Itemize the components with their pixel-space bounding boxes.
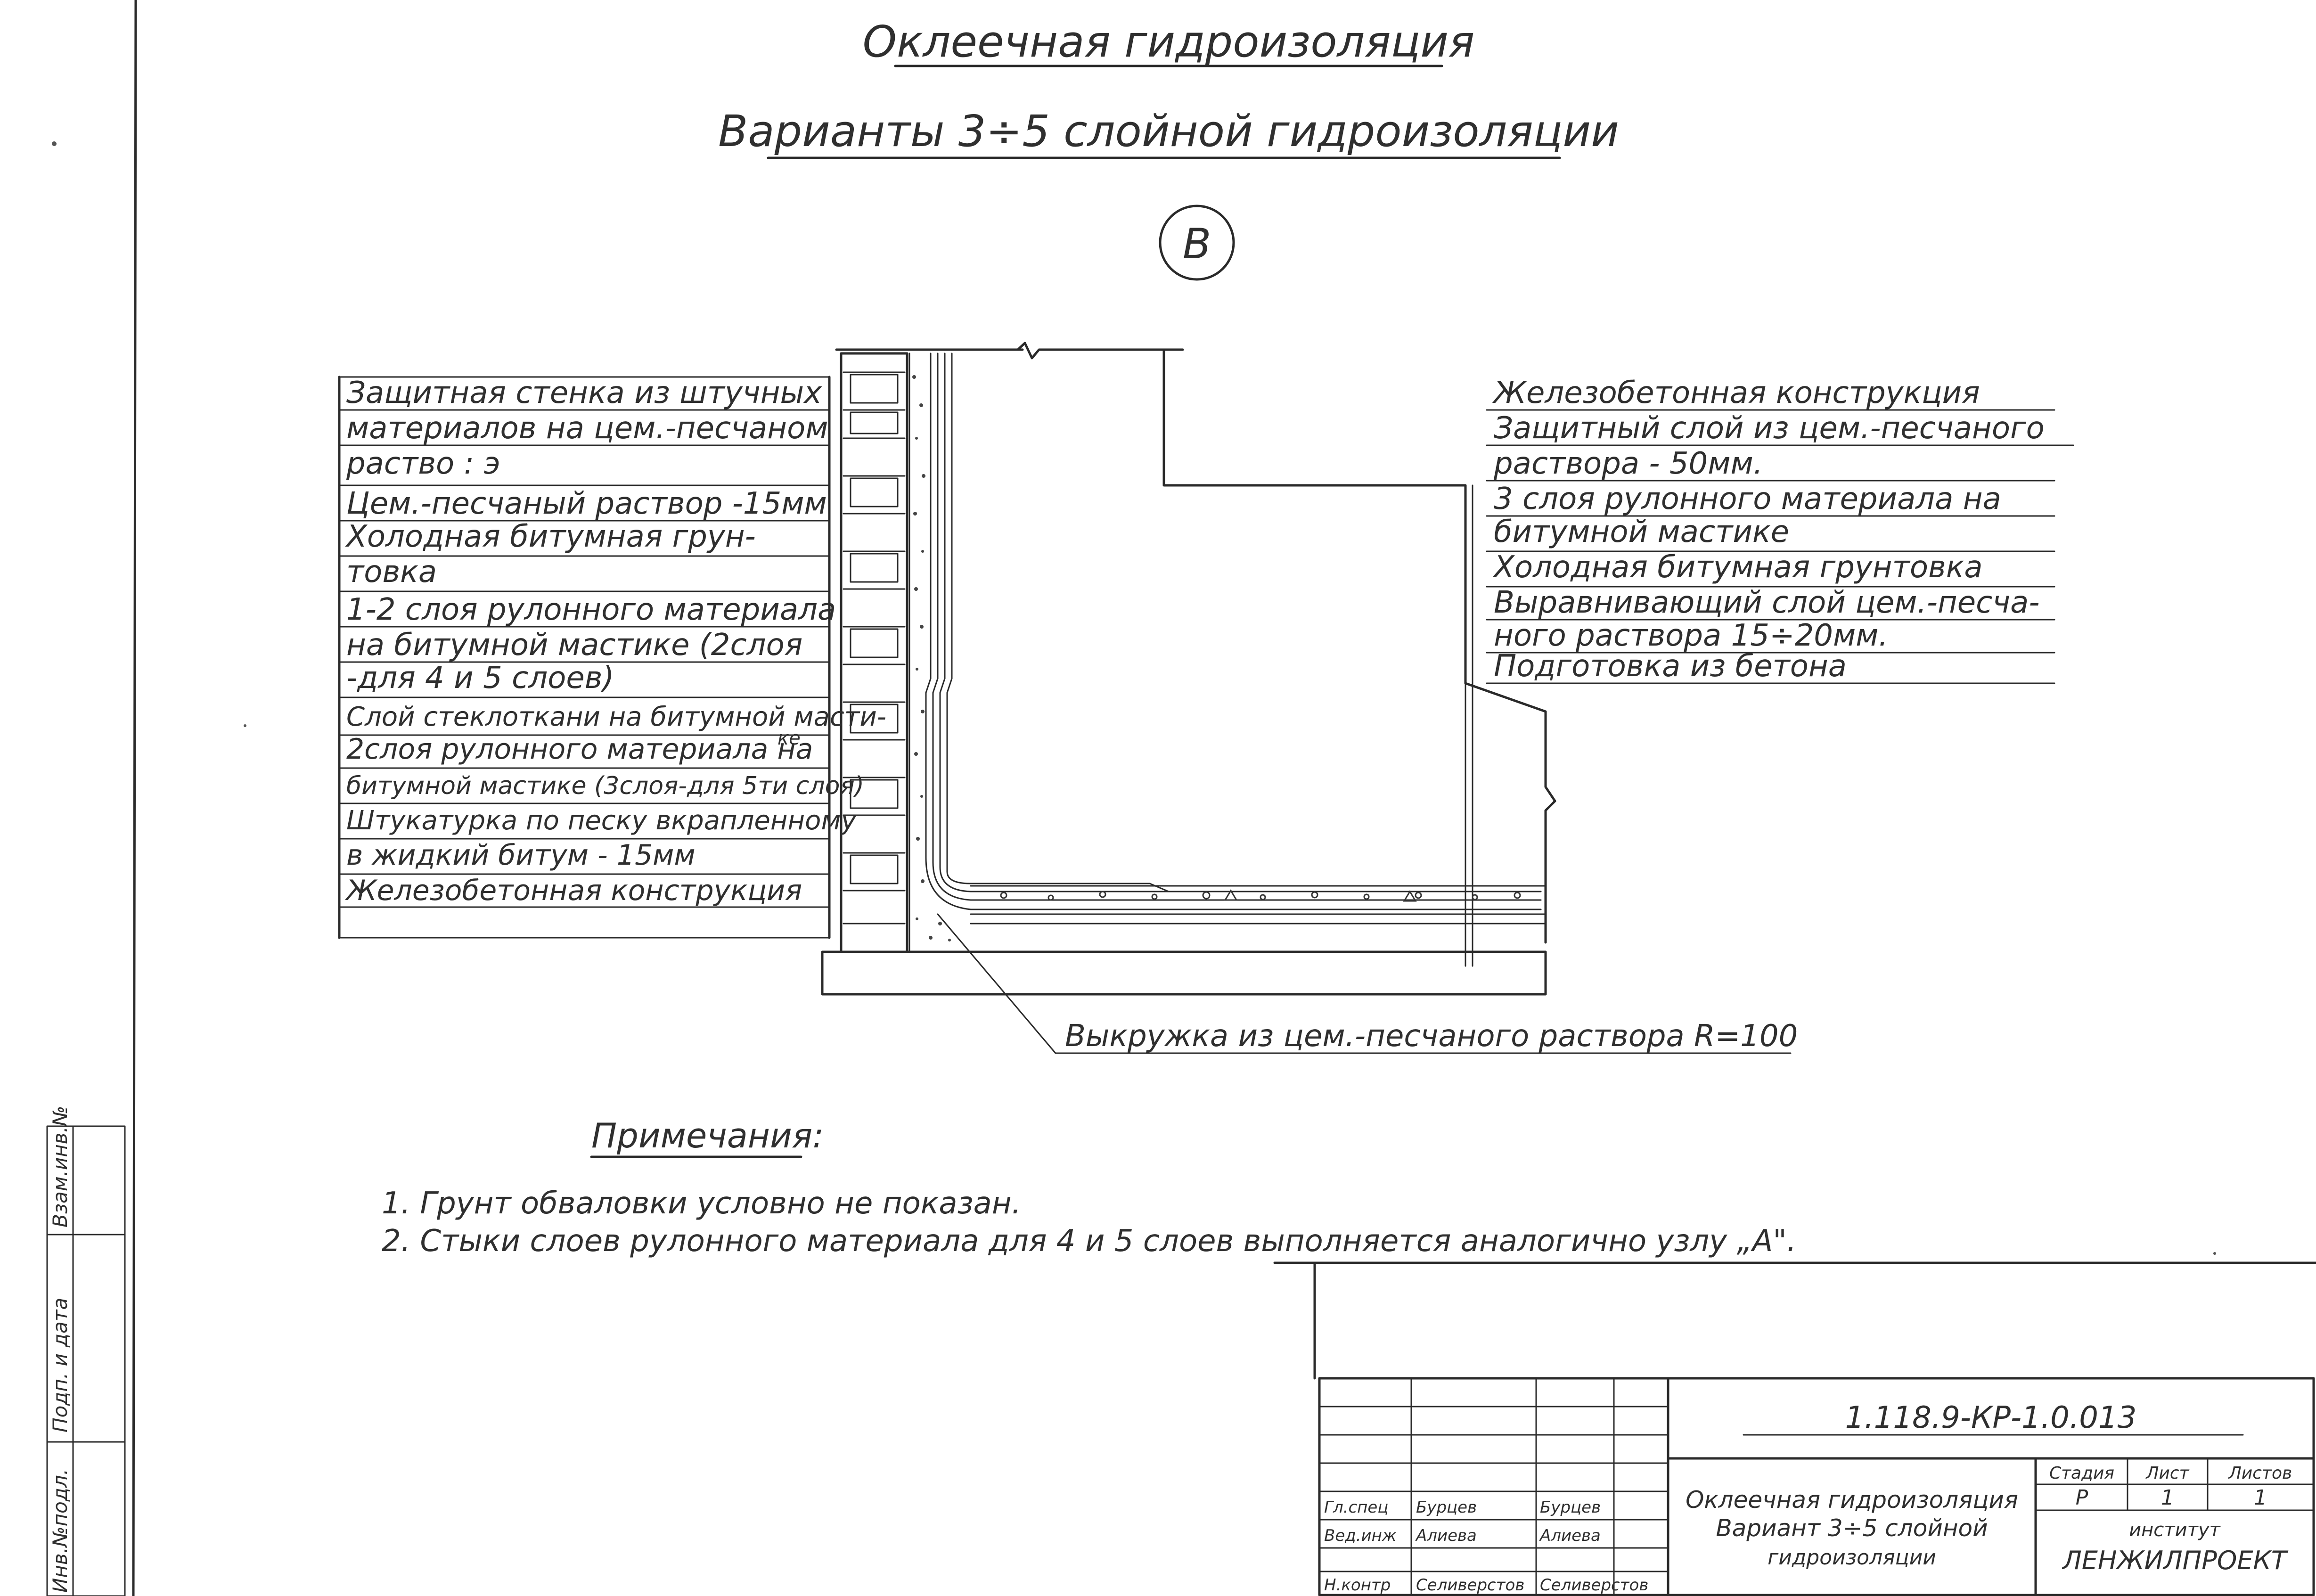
left-label-11: битумной мастике (3слоя-для 5ти слоя) (346, 772, 864, 800)
left-label-0: Защитная стенка из штучных (346, 376, 822, 410)
sig-name-3: Селиверстов (1416, 1576, 1524, 1595)
mortar-layer (912, 375, 951, 941)
margin-stamp: Взам.инв.№ Подп. и дата Инв.№подл. (46, 1106, 126, 1596)
sig-name-1: Бурцев (1416, 1498, 1477, 1517)
sig-role-1: Гл.спец (1324, 1498, 1388, 1517)
sheet-value: 1 (2161, 1486, 2174, 1510)
left-label-12: Штукатурка по песку вкрапленному (346, 805, 857, 836)
section-drawing (821, 342, 1792, 1054)
left-label-5: товка (346, 555, 437, 589)
concrete-aggregate (1000, 889, 1521, 902)
stamp-field-1: Взам.инв.№ (49, 1106, 72, 1228)
scan-noise (52, 141, 2216, 1255)
drawing-title: Оклеечная гидроизоляция (863, 16, 1475, 67)
drawing-subtitle: Варианты 3÷5 слойной гидроизоляции (718, 106, 1619, 156)
sheets-value: 1 (2254, 1486, 2267, 1510)
note-2: 2. Стыки слоев рулонного материала для 4… (382, 1224, 1796, 1259)
brick-courses (843, 371, 906, 925)
left-label-9: Слой стеклоткани на битумной масти- (346, 702, 886, 732)
right-label-stack: Железобетонная конструкция Защитный слой… (1486, 376, 2074, 684)
left-label-3: Цем.-песчаный раствор -15мм (346, 486, 827, 521)
node-marker: В (1159, 205, 1235, 281)
right-label-1: Защитный слой из цем.-песчаного (1494, 411, 2045, 446)
note-1: 1. Грунт обваловки условно не показан. (382, 1186, 1021, 1221)
right-label-8: Подготовка из бетона (1494, 649, 1847, 684)
institute-label: институт (2129, 1519, 2221, 1541)
fillet-callout: Выкружка из цем.-песчаного раствора R=10… (1065, 1019, 1798, 1054)
left-label-superscript: ке (777, 728, 801, 749)
sheet-header: Лист (2145, 1464, 2189, 1483)
frame-left-border (132, 0, 137, 1596)
node-label: В (1183, 220, 1211, 268)
left-label-8: -для 4 и 5 слоев) (346, 661, 614, 696)
right-label-3: 3 слоя рулонного материала на (1494, 482, 2001, 516)
stage-value: Р (2076, 1486, 2088, 1510)
sheets-header: Листов (2228, 1464, 2292, 1483)
left-label-7: на битумной мастике (2слоя (346, 628, 802, 663)
left-label-6: 1-2 слоя рулонного материала (346, 592, 836, 627)
document-code: 1.118.9-КР-1.0.013 (1845, 1400, 2137, 1435)
right-label-5: Холодная битумная грунтовка (1492, 550, 1983, 585)
left-label-4: Холодная битумная грун- (345, 519, 756, 554)
left-label-13: в жидкий битум - 15мм (346, 839, 696, 872)
left-label-1: материалов на цем.-песчаном (346, 411, 828, 446)
title-block: 1.118.9-КР-1.0.013 Стадия Лист Листов Р … (1273, 1261, 2316, 1596)
stamp-field-3: Инв.№подл. (49, 1469, 72, 1593)
stage-header: Стадия (2049, 1464, 2114, 1483)
right-label-0: Железобетонная конструкция (1492, 376, 1980, 410)
notes-heading: Примечания: (591, 1116, 824, 1155)
left-label-14: Железобетонная конструкция (344, 874, 802, 907)
left-label-10: 2слоя рулонного материала на (346, 733, 813, 766)
left-label-2: раство : э (346, 446, 500, 481)
sig-sign-3: Селиверстов (1540, 1576, 1648, 1595)
sig-name-2: Алиева (1415, 1526, 1477, 1545)
right-label-2: раствора - 50мм. (1493, 446, 1763, 481)
stamp-field-2: Подп. и дата (49, 1298, 72, 1432)
sheet-title-line-2: Вариант 3÷5 слойной (1716, 1514, 1988, 1542)
sig-sign-1: Бурцев (1540, 1498, 1601, 1517)
right-label-4: битумной мастике (1494, 515, 1789, 549)
left-label-stack: Защитная стенка из штучных материалов на… (338, 376, 886, 939)
sig-role-3: Н.контр (1324, 1576, 1391, 1595)
institute-name: ЛЕНЖИЛПРОЕКТ (2062, 1546, 2289, 1575)
sheet-title-line-3: гидроизоляции (1768, 1546, 1936, 1570)
right-label-6: Выравнивающий слой цем.-песча- (1494, 585, 2039, 620)
right-label-7: ного раствора 15÷20мм. (1494, 618, 1888, 653)
sheet-title-line-1: Оклеечная гидроизоляция (1686, 1486, 2018, 1514)
sig-role-2: Вед.инж (1324, 1526, 1397, 1545)
sig-sign-2: Алиева (1539, 1526, 1601, 1545)
